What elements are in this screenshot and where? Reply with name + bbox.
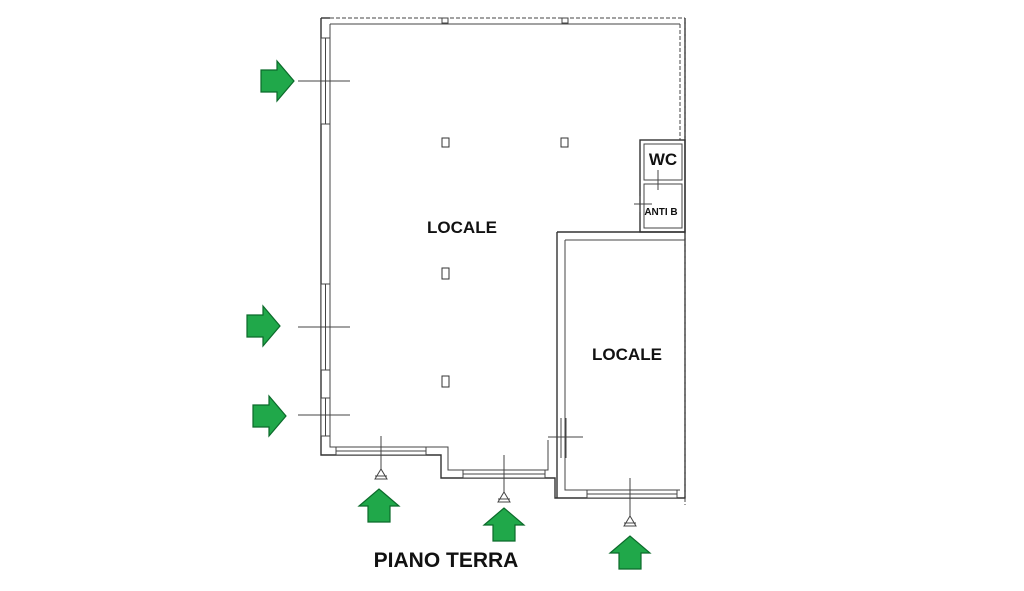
arrow-icon — [357, 488, 401, 523]
arrow-icon — [260, 59, 295, 103]
side-room-walls — [548, 231, 685, 498]
column — [441, 375, 450, 388]
arrow-icon — [252, 394, 287, 438]
column — [441, 137, 450, 148]
outer-walls — [320, 17, 686, 505]
arrow-icon — [246, 304, 281, 348]
arrow-icon — [482, 507, 526, 542]
room-label-anti-bagno: ANTI B — [644, 207, 677, 218]
column — [560, 137, 569, 148]
columns — [441, 137, 569, 388]
reference-lines — [298, 80, 637, 527]
floor-title: PIANO TERRA — [374, 549, 519, 572]
room-label-wc: WC — [649, 150, 677, 169]
room-label-side-locale: LOCALE — [592, 345, 662, 364]
arrow-icon — [608, 535, 652, 570]
column — [441, 267, 450, 280]
entrance-arrows — [246, 59, 652, 570]
left-windows — [320, 37, 331, 437]
wc-block — [634, 139, 686, 233]
room-label-main-locale: LOCALE — [427, 218, 497, 237]
